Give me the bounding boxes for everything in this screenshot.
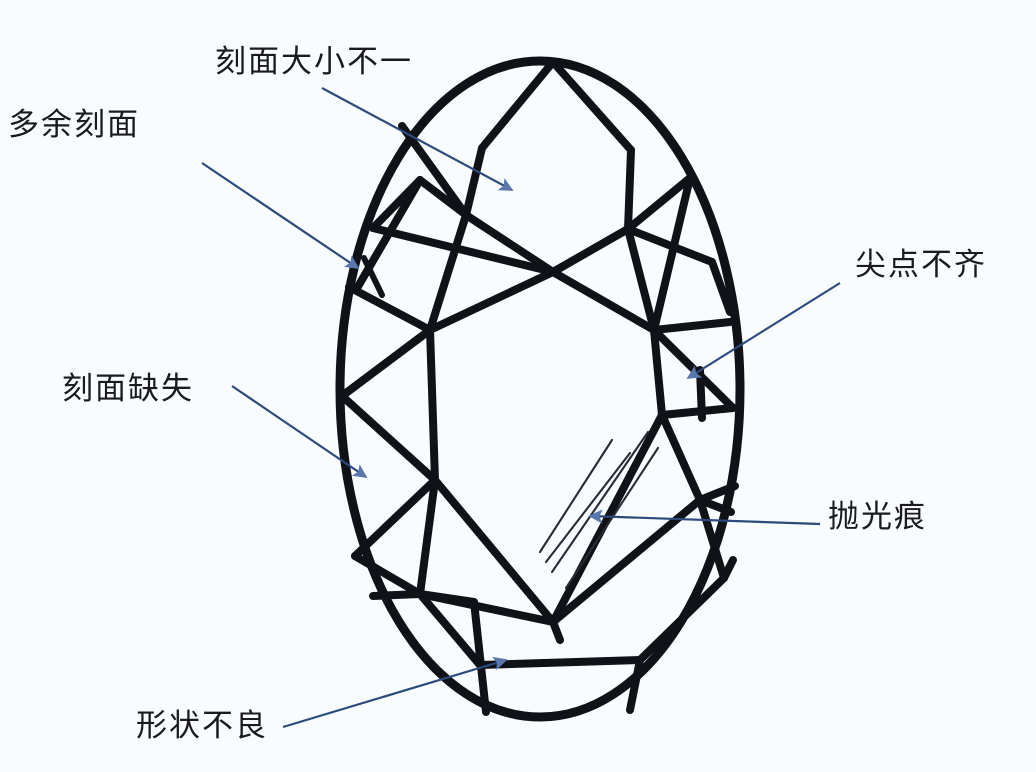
facet-line-bottom-left-small [369,590,424,600]
crown-facet-lines [369,58,734,334]
facet-line-lower-chevron-right [549,496,704,626]
facet-line-right-upper-vert [650,174,694,334]
facet-line-left-bottom-diag [416,476,439,598]
arrow-extra-facet [201,162,360,269]
facet-line-crown-diag-left [426,211,470,334]
facet-line-upper-right-star [624,146,635,233]
facet-line-left-mid-diag2 [338,326,434,400]
facet-line-right-pavilion-long [658,411,704,504]
diamond-outline-group [335,56,745,722]
arrow-point-not-aligned [686,282,841,379]
facet-line-crown-diag-left2 [426,268,557,334]
facet-line-apex-right [549,58,635,154]
facet-line-left-horizontal [345,283,434,334]
facet-line-left-lower-small [351,552,424,598]
label-facet-size-uneven: 刻面大小不一 [215,44,413,80]
label-polish-mark: 抛光痕 [828,499,927,535]
facet-line-right-upper-small2 [708,258,734,316]
facet-line-crown-chevron [369,224,557,276]
left-girdle-facet-lines [338,176,439,598]
facet-line-right-bottom-horizontal [696,496,735,516]
extra-facet-sliver [361,255,385,298]
facet-line-upper-girdle-left [416,176,470,219]
arrow-missing-facet [231,385,368,478]
facet-line-crown-diag-right [624,225,658,334]
annotation-arrows [201,87,841,729]
facet-line-pavilion-right-long [549,411,666,626]
facet-line-bottom-left-vert [470,598,490,716]
label-extra-facet: 多余刻面 [8,107,140,143]
facet-line-right-lower-diag [658,404,737,419]
pavilion-facet-lines [369,411,737,716]
facet-line-pavilion-left-long [431,476,557,626]
girdle-outline [335,56,745,722]
arrow-bad-shape [282,656,508,729]
facet-line-left-pavilion-long [426,326,439,484]
facet-line-lower-v-right [636,574,728,664]
arrow-polish-mark [588,509,821,526]
scratch-line-1 [538,438,614,554]
facet-line-right-mid-diag [650,326,737,412]
facet-line-lower-v-left [416,590,484,669]
facet-line-crown-diag-right2 [549,268,658,334]
arrow-facet-size-uneven [321,87,514,191]
facet-line-left-lower-diag2 [351,476,439,560]
label-point-not-aligned: 尖点不齐 [855,247,987,283]
facet-line-right-lower-diag2 [696,482,739,504]
label-missing-facet: 刻面缺失 [62,371,194,407]
extra-facet-sliver-group [361,255,385,298]
facet-line-left-upper [352,176,424,294]
polish-scratch-marks [538,430,660,590]
facet-line-upper-right-bezel [624,174,694,233]
label-bad-shape: 形状不良 [136,708,268,744]
facet-line-right-mid-vert [650,326,666,419]
facet-line-bottom-small-diag [416,590,478,606]
table-edge-top-left [462,211,557,276]
facet-line-upper-left-star [462,144,486,219]
facet-line-crown-chevron2 [549,225,632,276]
scratch-line-4 [564,446,660,590]
facet-line-bottom-right-vert [626,656,644,714]
facet-line-bottom-mid-vert [549,618,564,644]
facet-line-upper-left-bezel [398,122,470,219]
scratch-line-2 [544,451,632,564]
scratch-line-3 [550,430,650,574]
facet-line-apex-left [478,58,557,152]
facet-line-right-lower-small [696,496,728,582]
facet-line-bottom-right-small [720,556,737,582]
facet-line-right-horizontal [650,318,734,334]
facet-line-left-lower-diag [338,392,439,484]
